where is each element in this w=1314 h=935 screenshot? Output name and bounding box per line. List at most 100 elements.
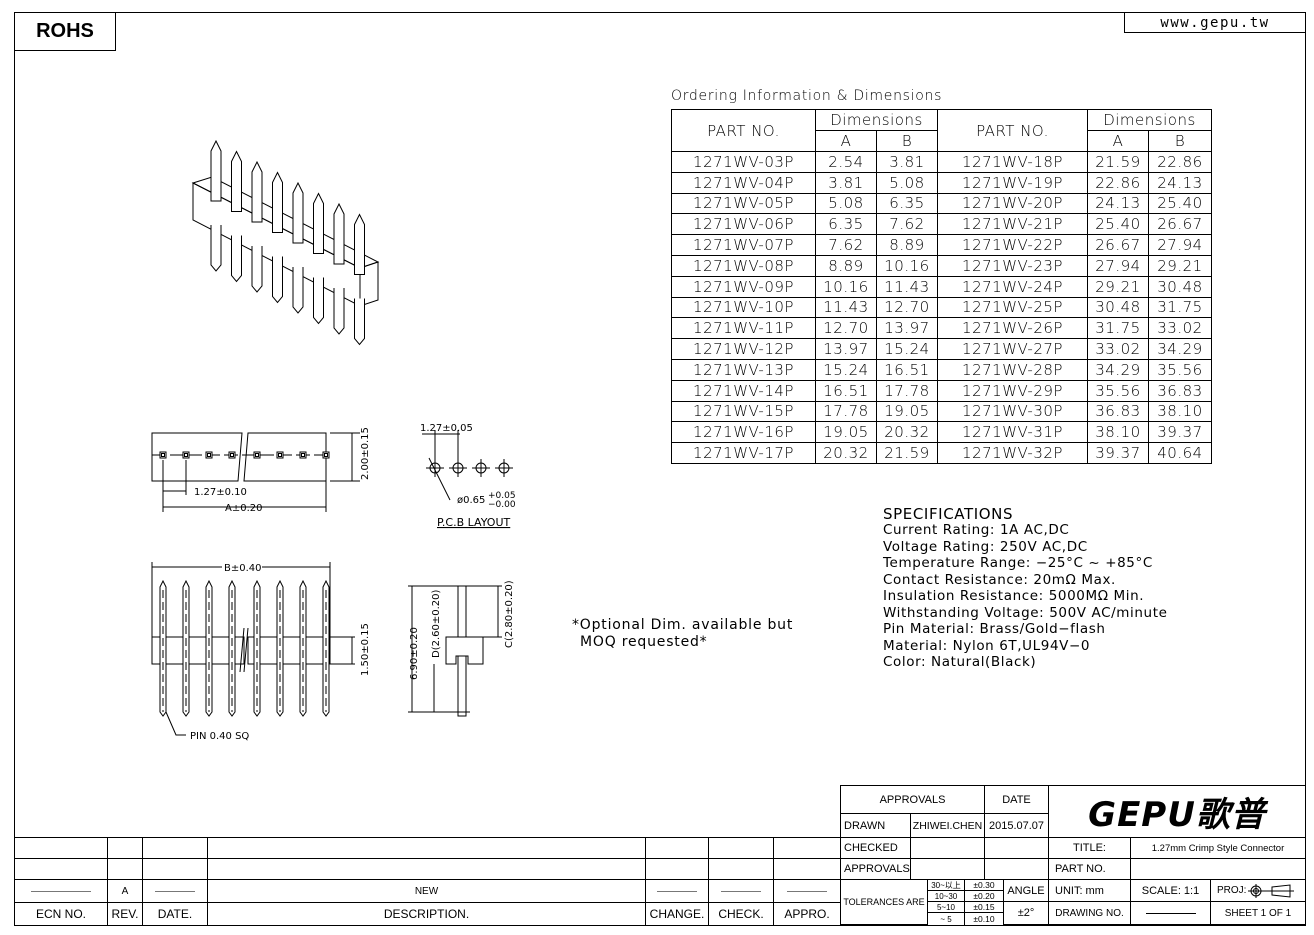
dim-a-cell: 36.83 bbox=[1087, 400, 1149, 423]
front-pin bbox=[182, 579, 190, 717]
drawn-by: ZHIWEI.CHEN bbox=[910, 813, 985, 838]
pin-pad bbox=[322, 451, 330, 459]
pin-tail bbox=[333, 288, 345, 335]
dim-b-cell: 30.48 bbox=[1148, 275, 1212, 298]
pin bbox=[333, 202, 345, 265]
revision-cell bbox=[14, 858, 108, 880]
pitch-dim: 1.27±0.10 bbox=[194, 487, 247, 498]
part-no-header: PART NO. bbox=[937, 109, 1088, 152]
pin-pad bbox=[253, 451, 261, 459]
revision-cell bbox=[107, 837, 143, 859]
spec-line: Material: Nylon 6T,UL94V−0 bbox=[883, 637, 1091, 654]
specifications-title: SPECIFICATIONS bbox=[883, 505, 1014, 523]
pin bbox=[354, 213, 365, 275]
tolerance-value: ±0.10 bbox=[964, 912, 1004, 926]
col-b-header: B bbox=[1148, 130, 1212, 152]
pin bbox=[292, 181, 304, 244]
part-number-cell: 1271WV-20P bbox=[937, 192, 1088, 215]
spec-line: Contact Resistance: 20mΩ Max. bbox=[883, 571, 1116, 588]
tolerance-range: ~ 5 bbox=[927, 912, 965, 926]
pin-tail bbox=[292, 267, 304, 314]
drawing-no-value bbox=[1130, 901, 1211, 925]
revision-cell bbox=[645, 858, 709, 880]
approved-date bbox=[984, 858, 1049, 880]
pin bbox=[210, 139, 222, 202]
dim-b-cell: 16.51 bbox=[876, 359, 938, 381]
revision-header: CHANGE. bbox=[645, 902, 709, 926]
top-view: 1.27±0.10 A±0.20 2.00±0.15 bbox=[151, 427, 371, 514]
dim-a-cell: 39.37 bbox=[1087, 442, 1149, 464]
dim-b-cell: 17.78 bbox=[876, 379, 938, 402]
part-number-cell: 1271WV-26P bbox=[937, 317, 1088, 340]
part-no-value bbox=[1130, 858, 1306, 880]
scale: SCALE: 1:1 bbox=[1130, 879, 1211, 902]
front-pin bbox=[322, 579, 330, 717]
col-b-header: B bbox=[876, 130, 938, 152]
dim-a-cell: 29.21 bbox=[1087, 275, 1149, 298]
revision-cell bbox=[207, 858, 646, 880]
drawing-no-label: DRAWING NO. bbox=[1048, 901, 1131, 925]
part-number-cell: 1271WV-18P bbox=[937, 151, 1088, 173]
revision-cell bbox=[708, 879, 774, 903]
revision-cell bbox=[107, 858, 143, 880]
dim-a-cell: 27.94 bbox=[1087, 255, 1149, 277]
dim-b-cell: 6.35 bbox=[876, 192, 938, 215]
revision-cell bbox=[142, 837, 208, 859]
third-angle-projection-icon bbox=[1248, 883, 1295, 898]
dim-a-cell: 33.02 bbox=[1087, 338, 1149, 360]
spec-line: Color: Natural(Black) bbox=[883, 654, 1037, 670]
spec-line: Current Rating: 1A AC,DC bbox=[883, 522, 1070, 538]
dim-b-cell: 35.56 bbox=[1148, 359, 1212, 381]
checked-date bbox=[984, 837, 1049, 859]
dim-b-cell: 26.67 bbox=[1148, 213, 1212, 236]
dim-a-cell: 21.59 bbox=[1087, 151, 1149, 173]
part-number-cell: 1271WV-25P bbox=[937, 296, 1088, 319]
dim-b-cell: 19.05 bbox=[876, 400, 938, 423]
approved-by bbox=[910, 858, 985, 880]
optional-note-line2: MOQ requested* bbox=[580, 634, 708, 650]
spec-line: Voltage Rating: 250V AC,DC bbox=[883, 538, 1088, 555]
dim-b-cell: 12.70 bbox=[876, 296, 938, 319]
revision-description: NEW bbox=[207, 879, 646, 903]
dim-b-cell: 7.62 bbox=[876, 213, 938, 236]
pcb-layout: 1.27±0.05 ø0.65 +0.05 −0.00 P.C.B LAYOUT bbox=[420, 423, 516, 529]
angle-label: ANGLE bbox=[1003, 879, 1049, 902]
revision-cell bbox=[207, 837, 646, 859]
part-number-cell: 1271WV-28P bbox=[937, 359, 1088, 381]
part-number-cell: 1271WV-29P bbox=[937, 379, 1088, 402]
pin bbox=[231, 150, 242, 212]
revision-cell bbox=[14, 879, 108, 903]
dim-a-cell: 31.75 bbox=[1087, 317, 1149, 340]
dim-b-cell: 24.13 bbox=[1148, 171, 1212, 194]
front-pin bbox=[276, 579, 284, 717]
col-a-header: A bbox=[1087, 130, 1149, 152]
dim-a-cell: 35.56 bbox=[1087, 379, 1149, 402]
pin-pad bbox=[276, 451, 284, 459]
dim-b-cell: 8.89 bbox=[876, 234, 938, 256]
part-number-cell: 1271WV-24P bbox=[937, 275, 1088, 298]
part-number-cell: 1271WV-31P bbox=[937, 421, 1088, 444]
revision-cell bbox=[142, 879, 208, 903]
part-number-cell: 1271WV-21P bbox=[937, 213, 1088, 236]
height-dim: 2.00±0.15 bbox=[360, 427, 371, 480]
drawn-label: DRAWN bbox=[840, 813, 911, 838]
dim-b-cell: 11.43 bbox=[876, 275, 938, 298]
pin-tail bbox=[231, 235, 242, 283]
side-view: 6.90±0.20 D(2.60±0.20) C(2.80±0.20) bbox=[408, 580, 515, 717]
dim-b-cell: 21.59 bbox=[876, 442, 938, 464]
pin-tail bbox=[272, 256, 283, 304]
sheet: SHEET 1 OF 1 bbox=[1210, 901, 1306, 925]
projection: PROJ: bbox=[1210, 879, 1306, 902]
dim-b-cell: 33.02 bbox=[1148, 317, 1212, 340]
approvals-label: APPROVALS bbox=[840, 858, 911, 880]
drawn-date: 2015.07.07 bbox=[984, 813, 1049, 838]
part-number-cell: 1271WV-19P bbox=[937, 171, 1088, 194]
dim-a-cell: 24.13 bbox=[1087, 192, 1149, 215]
part-number-cell: 1271WV-23P bbox=[937, 255, 1088, 277]
pin-pad bbox=[299, 451, 307, 459]
pcb-pitch-dim: 1.27±0.05 bbox=[420, 423, 473, 434]
front-pin bbox=[159, 579, 167, 717]
total-height-dim: 6.90±0.20 bbox=[409, 627, 420, 680]
front-pin bbox=[205, 579, 213, 717]
